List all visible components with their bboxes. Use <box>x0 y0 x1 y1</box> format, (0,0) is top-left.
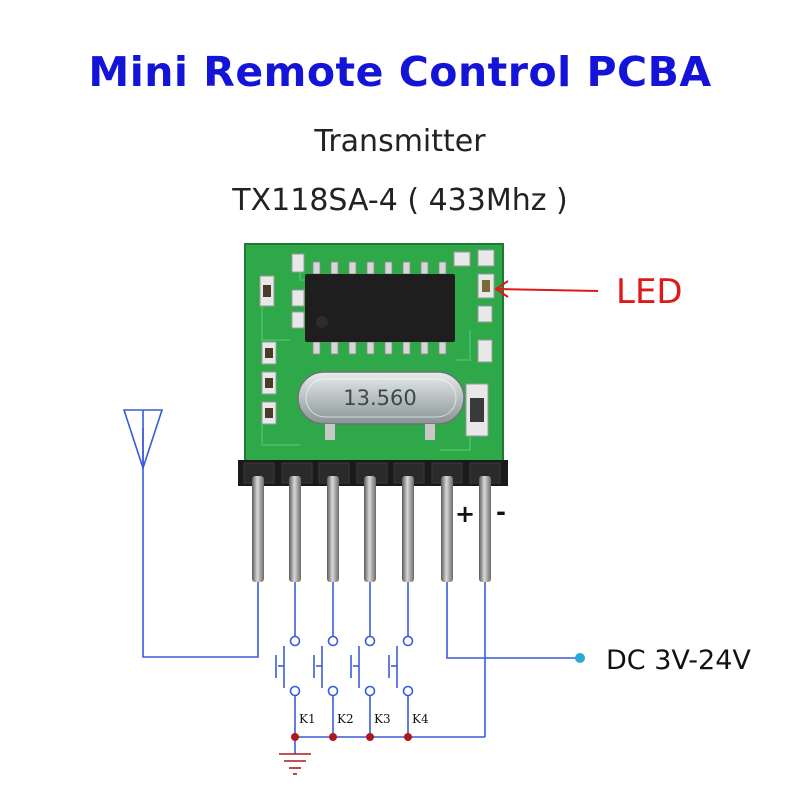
header-pins <box>252 476 491 582</box>
pcb-module: 13.560 <box>238 243 508 582</box>
key-label-k2: K2 <box>337 712 354 726</box>
led-component <box>482 280 490 292</box>
key-label-k1: K1 <box>299 712 316 726</box>
minus-label: - <box>496 498 506 526</box>
ground-nodes <box>291 733 412 741</box>
page-title: Mini Remote Control PCBA <box>88 48 712 96</box>
ic-chip <box>305 261 455 355</box>
led-label: LED <box>616 272 683 312</box>
arrow-icon <box>494 280 599 298</box>
wiring <box>142 428 580 754</box>
power-label: DC 3V-24V <box>606 645 751 676</box>
subtitle: Transmitter <box>314 124 486 159</box>
key-label-k4: K4 <box>412 712 429 726</box>
switch-k4 <box>388 635 414 697</box>
switch-k2 <box>313 635 339 697</box>
crystal-oscillator: 13.560 <box>297 371 465 440</box>
key-label-k3: K3 <box>374 712 391 726</box>
crystal-label: 13.560 <box>343 386 416 410</box>
plus-label: + <box>455 500 475 528</box>
ground-icon <box>279 753 311 775</box>
dc-terminal-node <box>575 653 585 663</box>
antenna-icon <box>122 409 164 471</box>
model-label: TX118SA-4 ( 433Mhz ) <box>232 183 568 218</box>
switch-k1 <box>275 635 301 697</box>
switch-k3 <box>350 635 376 697</box>
